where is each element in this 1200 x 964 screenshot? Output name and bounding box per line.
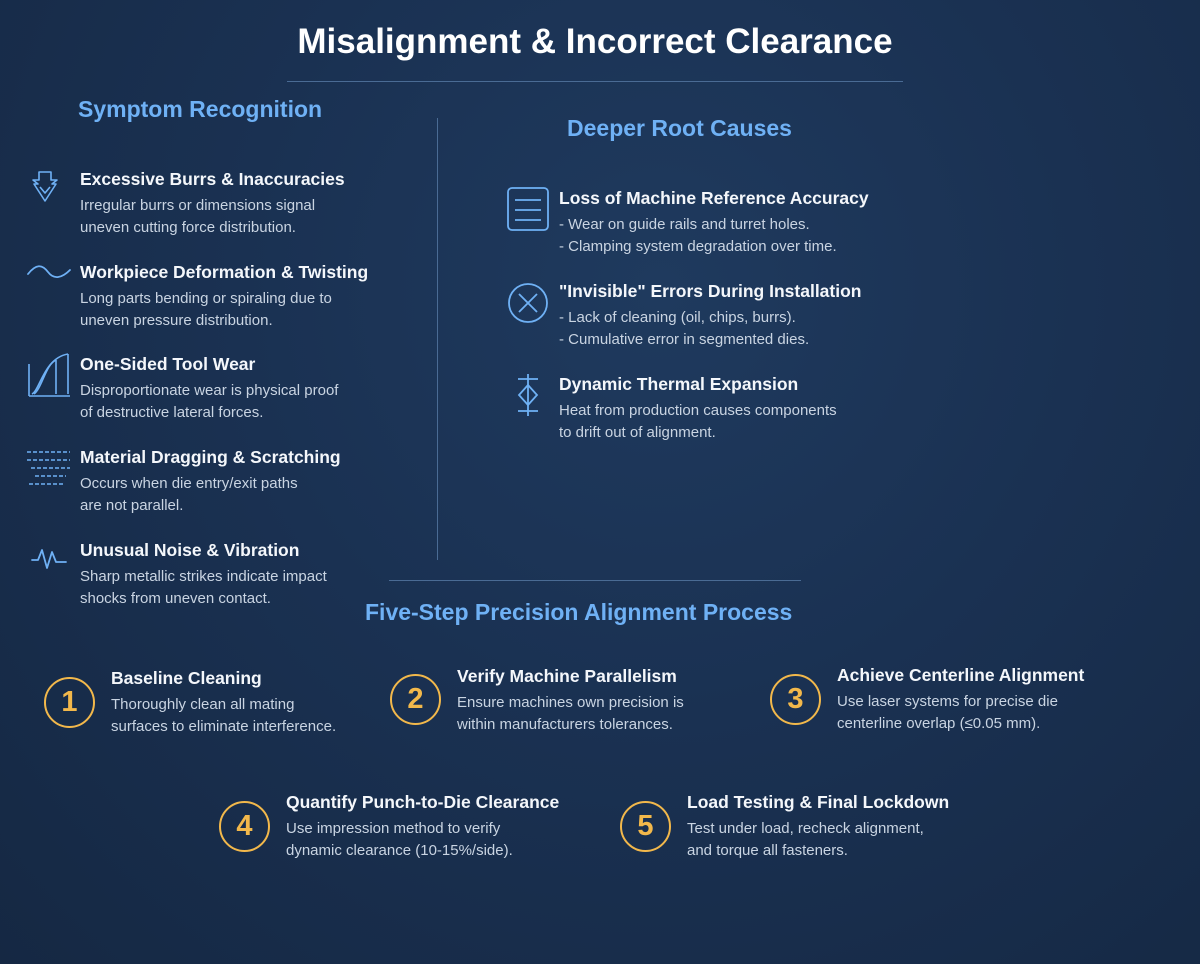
step-number-badge: 5: [620, 801, 671, 852]
step-desc: Use impression method to verify dynamic …: [286, 820, 513, 859]
symptom-desc: Occurs when die entry/exit paths are not…: [80, 475, 298, 514]
cause-item: Dynamic Thermal Expansion Heat from prod…: [559, 374, 837, 443]
page-title: Misalignment & Incorrect Clearance: [297, 22, 893, 61]
symptom-item: One-Sided Tool Wear Disproportionate wea…: [80, 354, 338, 423]
step-desc: Use laser systems for precise die center…: [837, 693, 1058, 732]
symptom-desc: Disproportionate wear is physical proof …: [80, 382, 339, 421]
step-number-badge: 1: [44, 677, 95, 728]
cause-desc: - Lack of cleaning (oil, chips, burrs). …: [559, 309, 810, 348]
process-heading: Five-Step Precision Alignment Process: [365, 599, 793, 625]
symptom-item: Unusual Noise & Vibration Sharp metallic…: [80, 540, 327, 609]
step-number-badge: 4: [219, 801, 270, 852]
step-desc: Thoroughly clean all mating surfaces to …: [111, 696, 337, 735]
step-number-badge: 2: [390, 674, 441, 725]
step-item: Quantify Punch-to-Die Clearance Use impr…: [286, 792, 559, 861]
title-divider: [287, 81, 903, 82]
cause-title: "Invisible" Errors During Installation: [559, 281, 862, 301]
cause-desc: - Wear on guide rails and turret holes. …: [559, 216, 837, 255]
step-item: Achieve Centerline Alignment Use laser s…: [837, 665, 1084, 734]
step-title: Verify Machine Parallelism: [457, 666, 677, 686]
symptom-desc: Irregular burrs or dimensions signal une…: [80, 197, 316, 236]
symptom-title: Unusual Noise & Vibration: [80, 540, 300, 560]
step-desc: Test under load, recheck alignment, and …: [687, 820, 924, 859]
symptom-title: Excessive Burrs & Inaccuracies: [80, 169, 345, 189]
document-icon: [506, 186, 550, 232]
process-divider: [389, 580, 801, 581]
step-title: Load Testing & Final Lockdown: [687, 792, 950, 812]
symptom-item: Excessive Burrs & Inaccuracies Irregular…: [80, 169, 345, 238]
cause-item: "Invisible" Errors During Installation -…: [559, 281, 861, 350]
cause-item: Loss of Machine Reference Accuracy - Wea…: [559, 188, 869, 257]
wave-icon: [26, 262, 72, 282]
wear-curve-icon: [26, 350, 72, 398]
symptom-item: Material Dragging & Scratching Occurs wh…: [80, 447, 341, 516]
step-title: Achieve Centerline Alignment: [837, 665, 1085, 685]
step-item: Verify Machine Parallelism Ensure machin…: [457, 666, 684, 735]
step-title: Quantify Punch-to-Die Clearance: [286, 792, 560, 812]
causes-heading: Deeper Root Causes: [567, 115, 792, 141]
symptom-title: Material Dragging & Scratching: [80, 447, 341, 467]
step-item: Baseline Cleaning Thoroughly clean all m…: [111, 668, 336, 737]
symptoms-heading: Symptom Recognition: [78, 96, 323, 122]
cause-title: Loss of Machine Reference Accuracy: [559, 188, 869, 208]
step-title: Baseline Cleaning: [111, 668, 262, 688]
step-item: Load Testing & Final Lockdown Test under…: [687, 792, 949, 861]
burr-arrow-icon: [26, 170, 64, 204]
dashed-lines-icon: [26, 448, 72, 490]
symptom-item: Workpiece Deformation & Twisting Long pa…: [80, 262, 368, 331]
cause-desc: Heat from production causes components t…: [559, 402, 837, 441]
symptom-title: Workpiece Deformation & Twisting: [80, 262, 369, 282]
symptom-title: One-Sided Tool Wear: [80, 354, 256, 374]
thermal-icon: [514, 373, 542, 417]
symptom-desc: Long parts bending or spiraling due to u…: [80, 290, 332, 329]
vibration-icon: [30, 544, 70, 572]
step-desc: Ensure machines own precision is within …: [457, 694, 684, 733]
x-circle-icon: [507, 282, 549, 324]
column-divider: [437, 118, 438, 560]
symptom-desc: Sharp metallic strikes indicate impact s…: [80, 568, 327, 607]
cause-title: Dynamic Thermal Expansion: [559, 374, 799, 394]
step-number-badge: 3: [770, 674, 821, 725]
